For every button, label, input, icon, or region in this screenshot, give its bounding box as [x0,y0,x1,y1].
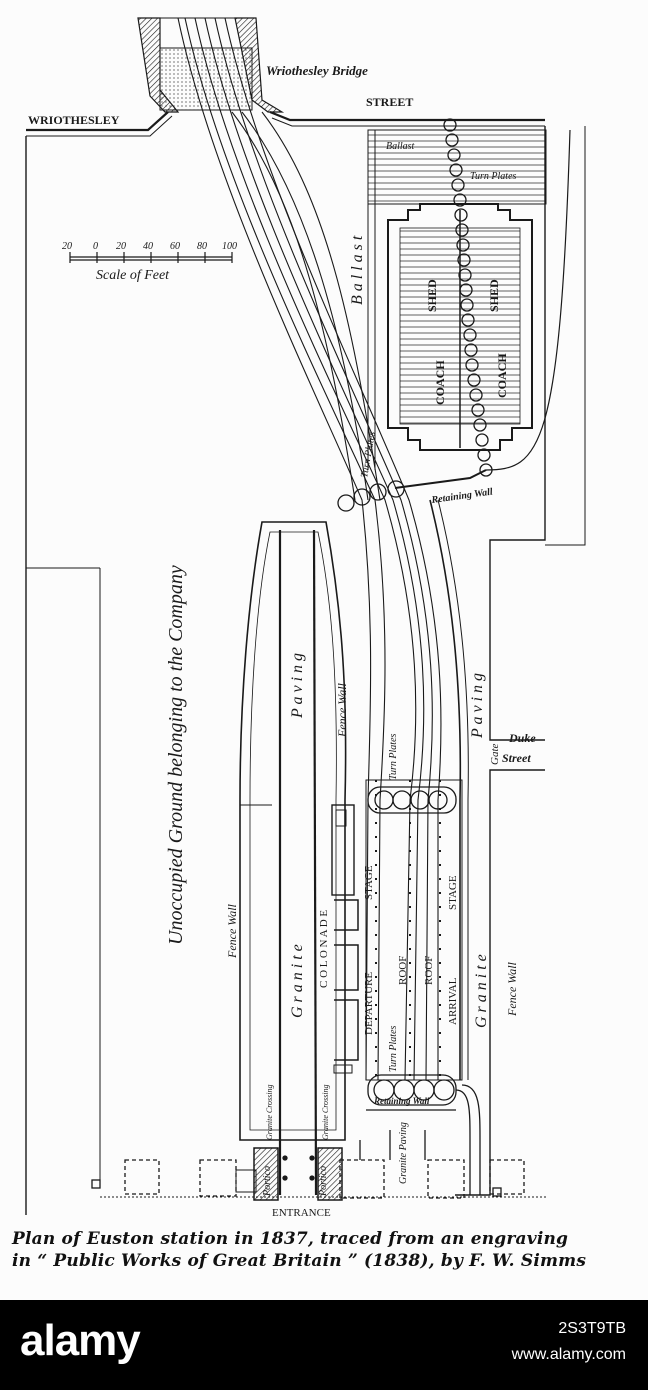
scale-tick: 80 [197,241,207,252]
stage-right-label: STAGE [447,875,459,910]
scale-label: Scale of Feet [96,268,170,283]
retaining-wall-bottom-label: Retaining Wall [373,1096,430,1106]
scale-tick: 40 [143,241,153,252]
watermark-footer [0,1300,648,1390]
granite-paving-label: Granite Paving [398,1122,409,1184]
unoccupied-ground-label: Unoccupied Ground belonging to the Compa… [165,565,187,945]
wriothesley-label: WRIOTHESLEY [28,113,120,127]
site-boundary [25,126,586,1215]
shed-right-label: SHED [487,279,501,312]
scale-tick: 20 [62,241,72,252]
ballast-small-label: Ballast [386,141,415,152]
roof-left-label: ROOF [397,956,409,985]
turn-plates-lower-label: Turn Plates [388,733,399,780]
caption-line-2: in “ Public Works of Great Britain ” (18… [12,1251,587,1271]
granite-left-label: G r a n i t e [289,944,306,1018]
departure-label: DEPARTURE [363,972,375,1035]
scale-tick: 100 [222,241,237,252]
plan-drawing: Wriothesley Bridge WRIOTHESLEY STREET Ba… [25,17,586,1219]
scale-tick: 60 [170,241,180,252]
duke-street-label: Street [502,751,531,765]
paving-right-label: P a v i n g [469,673,486,739]
ballast-large-label: B a l l a s t [349,235,366,305]
fence-wall-left-label: Fence Wall [225,903,239,959]
turn-plates-bottom-label: Turn Plates [388,1025,399,1072]
coach-shed [387,203,533,451]
arrival-label: ARRIVAL [447,977,459,1025]
railway-tracks [177,17,469,1081]
granite-right-label: G r a n i t e [473,954,490,1028]
granite-crossing-left-label: Granite Crossing [265,1085,274,1141]
granite-crossing-right-label: Granite Crossing [321,1085,330,1141]
retaining-wall-top-label: Retaining Wall [430,486,494,506]
site-url: www.alamy.com [511,1346,626,1363]
wriothesley-bridge [137,17,285,113]
train-shed-roof [365,779,463,1081]
colonade-label: C O L O N A D E [318,910,330,988]
fence-wall-center-label: Fence Wall [335,682,349,738]
portico-left-label: Portico [262,1166,273,1197]
stock-id: 2S3T9TB [558,1320,626,1337]
entrance-buildings [91,1130,546,1201]
paving-left-label: P a v i n g [289,653,306,719]
fence-wall-right-label: Fence Wall [505,961,519,1017]
departure-platform [239,521,355,1196]
wriothesley-bridge-label: Wriothesley Bridge [266,63,368,78]
caption-line-1: Plan of Euston station in 1837, traced f… [12,1229,569,1249]
shed-left-label: SHED [425,279,439,312]
street-label: STREET [366,95,413,109]
roof-right-label: ROOF [423,956,435,985]
colonade-offices [333,899,359,1074]
wriothesley-street [26,110,545,137]
shed-turn-plates [443,118,493,477]
brand-logo: alamy [20,1316,141,1365]
coach-left-label: COACH [433,360,447,405]
duke-label: Duke [508,731,536,745]
entrance-label: ENTRANCE [272,1207,331,1219]
upper-track-turn-plates [337,480,405,512]
scale-tick: 0 [93,241,98,252]
portico-right-label: Portico [318,1166,329,1197]
scale-bar [69,252,233,263]
turn-plates-top-label: Turn Plates [470,171,517,182]
retaining-wall-upper [394,129,571,489]
station-plan-map: Wriothesley Bridge WRIOTHESLEY STREET Ba… [25,17,586,1219]
coach-right-label: COACH [495,353,509,398]
map-caption: Plan of Euston station in 1837, traced f… [12,1228,632,1272]
gate-label: Gate [489,744,501,766]
retaining-wall-lower [366,1084,481,1195]
stage-left-label: STAGE [363,865,375,900]
lower-turn-plates [367,786,457,1106]
scale-tick: 20 [116,241,126,252]
